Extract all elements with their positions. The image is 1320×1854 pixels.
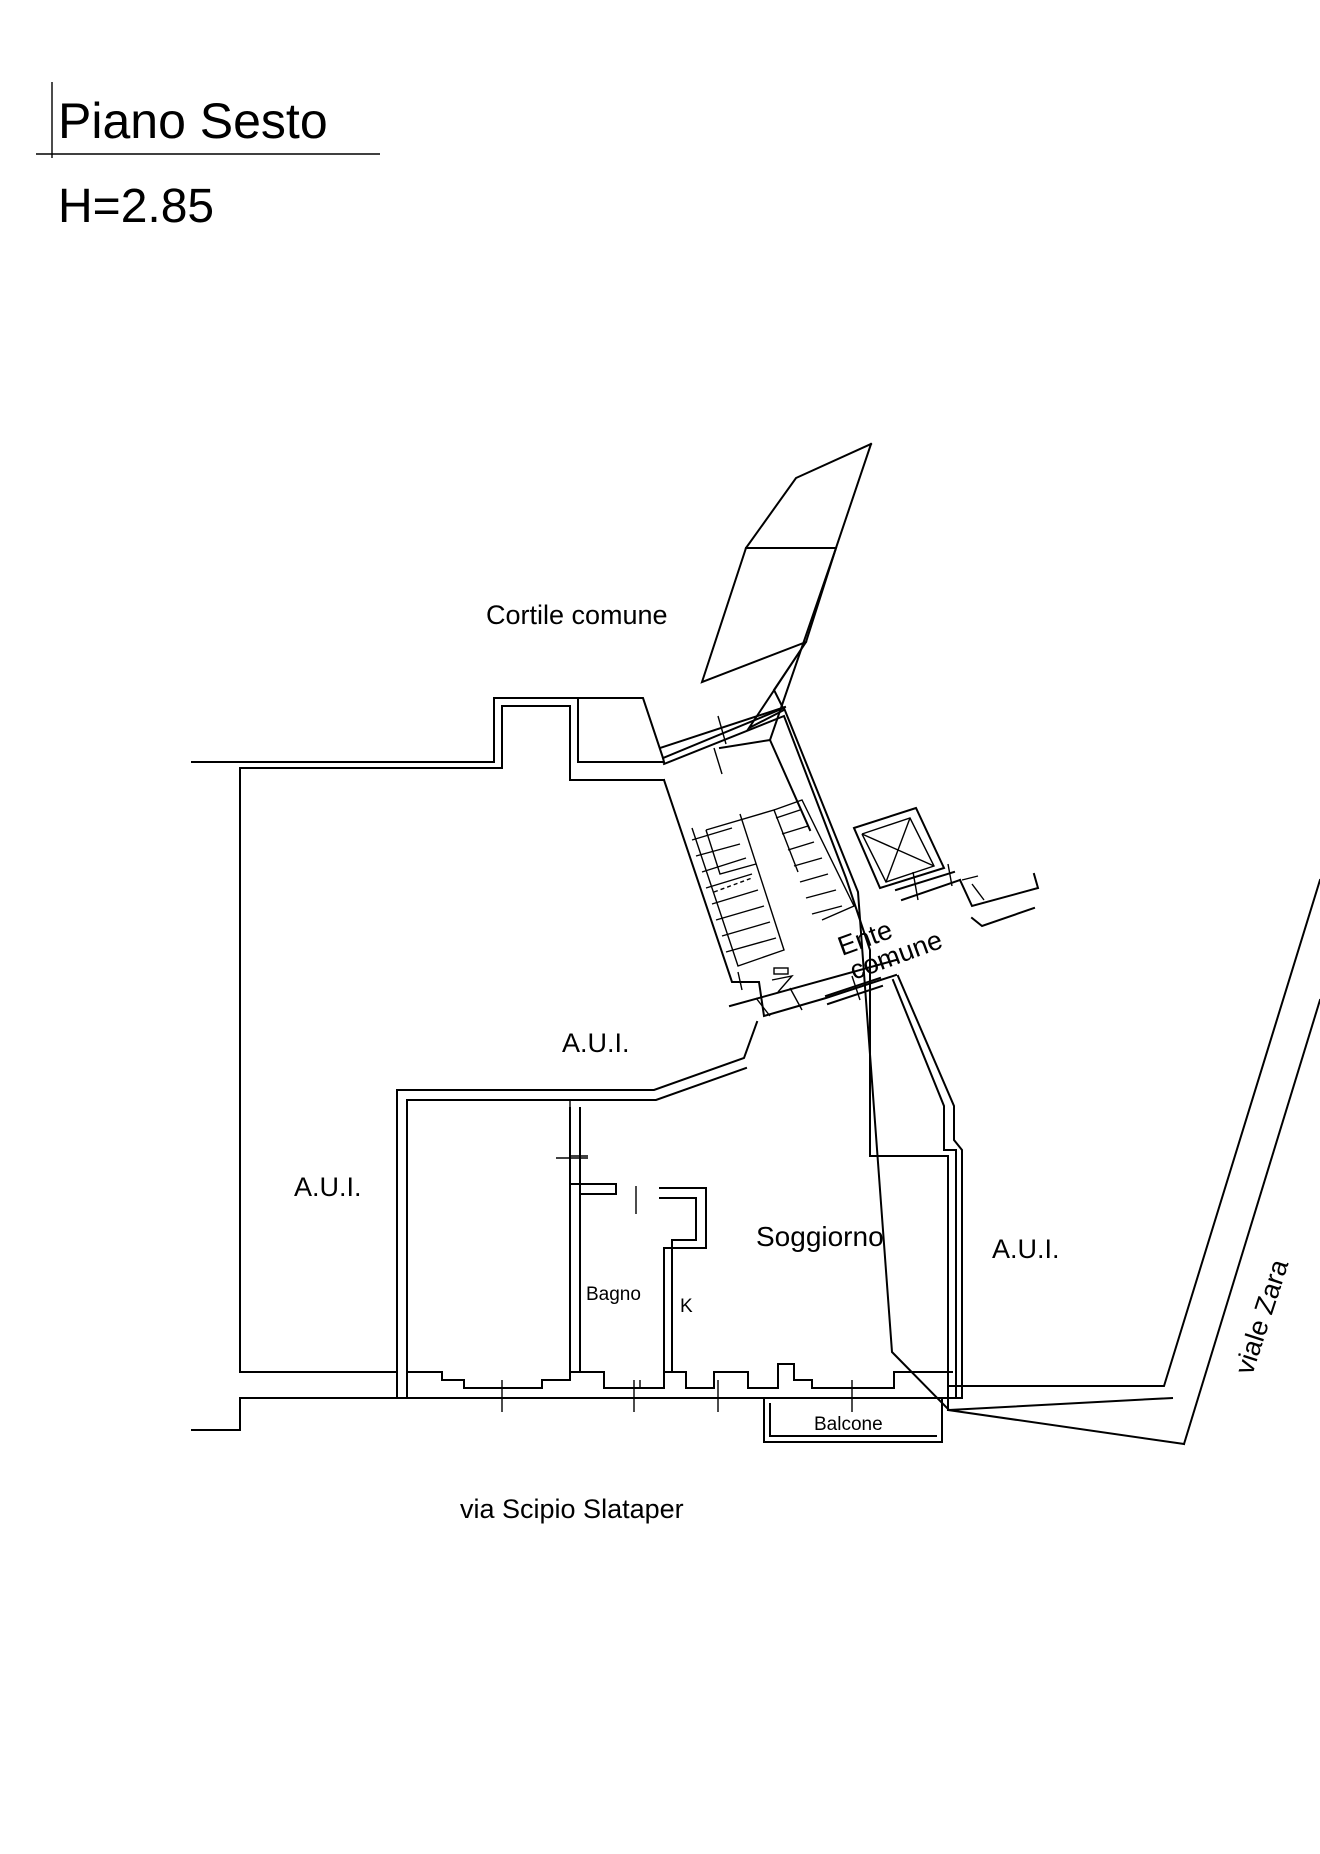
label-courtyard: Cortile comune — [486, 600, 668, 630]
floor-title: Piano Sesto — [58, 93, 328, 149]
label-living-room: Soggiorno — [756, 1221, 884, 1252]
elevator-shaft — [852, 806, 1040, 928]
label-street-east: viale Zara — [1229, 1255, 1294, 1378]
label-bathroom: Bagno — [586, 1284, 641, 1305]
title-block: Piano Sesto H=2.85 — [36, 82, 380, 233]
label-aui-left: A.U.I. — [294, 1172, 362, 1202]
label-balcony: Balcone — [814, 1414, 883, 1435]
label-aui-right: A.U.I. — [992, 1234, 1060, 1264]
label-street-south: via Scipio Slataper — [460, 1494, 684, 1524]
staircase — [691, 799, 855, 967]
courtyard-boundary — [658, 442, 873, 832]
label-kitchen: K — [680, 1296, 693, 1317]
building-outline — [191, 697, 1320, 1446]
common-entrance — [713, 715, 898, 1017]
height-label: H=2.85 — [58, 180, 214, 233]
apartment-walls — [396, 974, 963, 1443]
label-aui-top: A.U.I. — [562, 1028, 630, 1058]
